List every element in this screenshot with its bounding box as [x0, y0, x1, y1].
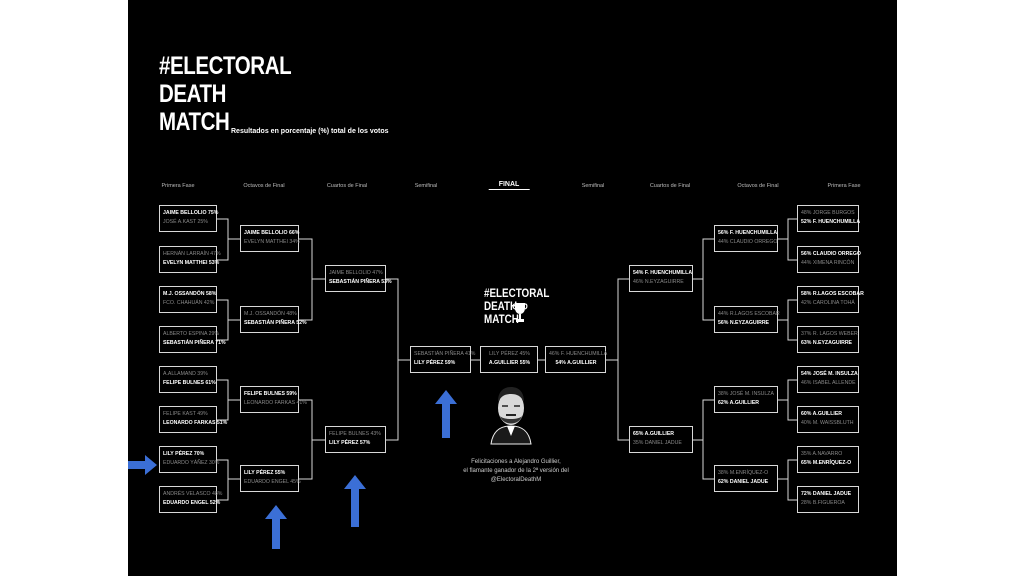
stage-left-cuartos: Cuartos de Final — [326, 183, 368, 189]
match-left-cuartos-1: JAIME BELLOLIO 47%SEBASTIÁN PIÑERA 53% — [325, 265, 392, 292]
match-left-primera-5: A.ALLAMAND 39%FELIPE BULNES 61% — [159, 366, 217, 393]
bracket-connector — [787, 299, 797, 341]
subtitle: Resultados en porcentaje (%) total de lo… — [231, 128, 389, 135]
match-left-primera-2: HERNÁN LARRAÍN 47%EVELYN MATTHEI 53% — [159, 246, 221, 273]
stage-right-primera: Primera Fase — [827, 183, 861, 189]
match-left-octavos-1: JAIME BELLOLIO 66%EVELYN MATTHEI 34% — [240, 225, 300, 252]
stage-left-primera: Primera Fase — [161, 183, 195, 189]
bracket-connector — [787, 218, 797, 261]
caption: Felicitaciones a Alejandro Guillier, el … — [463, 459, 569, 483]
match-left-primera-6: FELIPE KAST 49%LEONARDO FARKAS 51% — [159, 406, 227, 433]
bracket-connector — [217, 379, 229, 421]
title-line-1: #ELECTORAL — [159, 52, 292, 80]
bracket-connector — [702, 399, 714, 480]
poster-title: #ELECTORAL DEATH MATCH — [159, 52, 292, 136]
stage-left-semi: Semifinal — [414, 183, 438, 189]
bracket-connector — [386, 278, 399, 441]
bracket-connector — [617, 278, 629, 441]
bracket-connector — [299, 238, 313, 321]
stage-right-octavos: Octavos de Final — [737, 183, 779, 189]
arrow-up-icon — [344, 475, 366, 527]
title-line-3: MATCH — [159, 108, 230, 136]
bracket-lines — [217, 218, 797, 501]
match-left-octavos-2: M.J. OSSANDÓN 48%SEBASTIÁN PIÑERA 52% — [240, 306, 307, 333]
match-final: LILY PÉREZ 45%A.GUILLIER 55% — [480, 346, 538, 373]
match-left-cuartos-2: FELIPE BULNES 43%LILY PÉREZ 57% — [325, 426, 386, 453]
arrow-up-icon — [435, 390, 457, 438]
match-left-primera-8: ANDRÉS VELASCO 48%EDUARDO ENGEL 52% — [159, 486, 222, 513]
match-left-octavos-3: FELIPE BULNES 59%LEONARDO FARKAS 41% — [240, 386, 307, 413]
bracket-connector — [299, 399, 313, 480]
match-left-octavos-4: LILY PÉREZ 55%EDUARDO ENGEL 45% — [240, 465, 301, 492]
bracket-connector — [217, 459, 229, 501]
bracket-connector — [702, 238, 714, 321]
arrow-up-icon — [265, 505, 287, 549]
arrow-right-icon — [128, 455, 157, 475]
bracket-connector — [787, 459, 797, 501]
winner-portrait-icon — [490, 387, 532, 445]
bracket-poster: #ELECTORAL DEATH MATCH Resultados en por… — [128, 0, 897, 576]
center-logo: #ELECTORAL DEATH MATCH — [484, 286, 550, 326]
stage-left-octavos: Octavos de Final — [243, 183, 285, 189]
stage-right-cuartos: Cuartos de Final — [649, 183, 691, 189]
match-left-primera-7: LILY PÉREZ 70%EDUARDO YÁÑEZ 30% — [159, 446, 219, 473]
match-left-semifinal: SEBASTIÁN PIÑERA 41%LILY PÉREZ 59% — [410, 346, 475, 373]
match-left-primera-1: JAIME BELLOLIO 75%JOSÉ A.KAST 25% — [159, 205, 218, 232]
stage-right-semi: Semifinal — [581, 183, 605, 189]
match-left-primera-4: ALBERTO ESPINA 29%SEBASTIÁN PIÑERA 71% — [159, 326, 226, 353]
match-left-primera-3: M.J. OSSANDÓN 58%FCO. CHAHUÁN 42% — [159, 286, 217, 313]
title-line-2: DEATH — [159, 80, 227, 108]
trophy-icon — [512, 303, 528, 322]
bracket-connector — [787, 379, 797, 421]
stage-final: FINAL — [488, 181, 530, 190]
